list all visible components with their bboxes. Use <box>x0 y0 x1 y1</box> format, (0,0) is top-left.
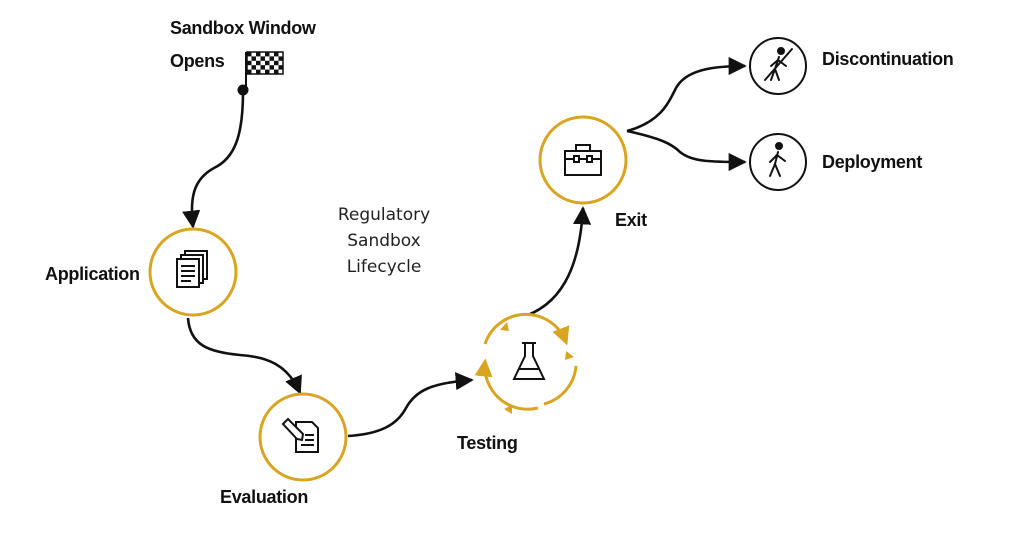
flask-icon <box>512 342 546 380</box>
checkered-flag-icon <box>245 51 284 88</box>
connector-application-evaluation <box>186 317 302 395</box>
diagram-title-line3: Lifecycle <box>346 257 422 277</box>
evaluation-label: Evaluation <box>220 487 309 507</box>
walker-prohibited-icon <box>764 47 793 81</box>
discontinuation-label: Discontinuation <box>822 49 954 69</box>
evaluation-node <box>258 392 348 482</box>
application-node <box>148 227 238 317</box>
deployment-label: Deployment <box>822 152 923 172</box>
discontinuation-node <box>749 37 807 95</box>
connector-exit-discontinuation <box>626 56 747 133</box>
diagram-title: Regulatory Sandbox Lifecycle <box>314 202 454 280</box>
documents-icon <box>176 250 208 288</box>
connector-evaluation-testing <box>347 372 474 438</box>
start-label-line1: Sandbox Window <box>170 18 316 38</box>
testing-label: Testing <box>457 433 518 453</box>
application-label: Application <box>45 264 140 284</box>
cycle-arc-bottom <box>474 358 539 411</box>
connector-start-application <box>182 91 245 229</box>
connector-testing-exit <box>527 206 592 317</box>
testing-node <box>474 312 578 414</box>
cycle-arc-top <box>483 312 570 346</box>
diagram-title-line2: Sandbox <box>347 231 421 251</box>
pen-document-icon <box>281 417 319 453</box>
exit-node <box>538 115 628 205</box>
walker-icon <box>769 142 786 177</box>
exit-label: Exit <box>615 210 647 230</box>
cycle-arc-right <box>543 365 578 406</box>
connector-exit-deployment <box>626 129 747 172</box>
toolbox-icon <box>564 144 602 176</box>
start-label-line2: Opens <box>170 51 225 71</box>
diagram-title-line1: Regulatory <box>337 205 431 225</box>
deployment-node <box>749 133 807 191</box>
